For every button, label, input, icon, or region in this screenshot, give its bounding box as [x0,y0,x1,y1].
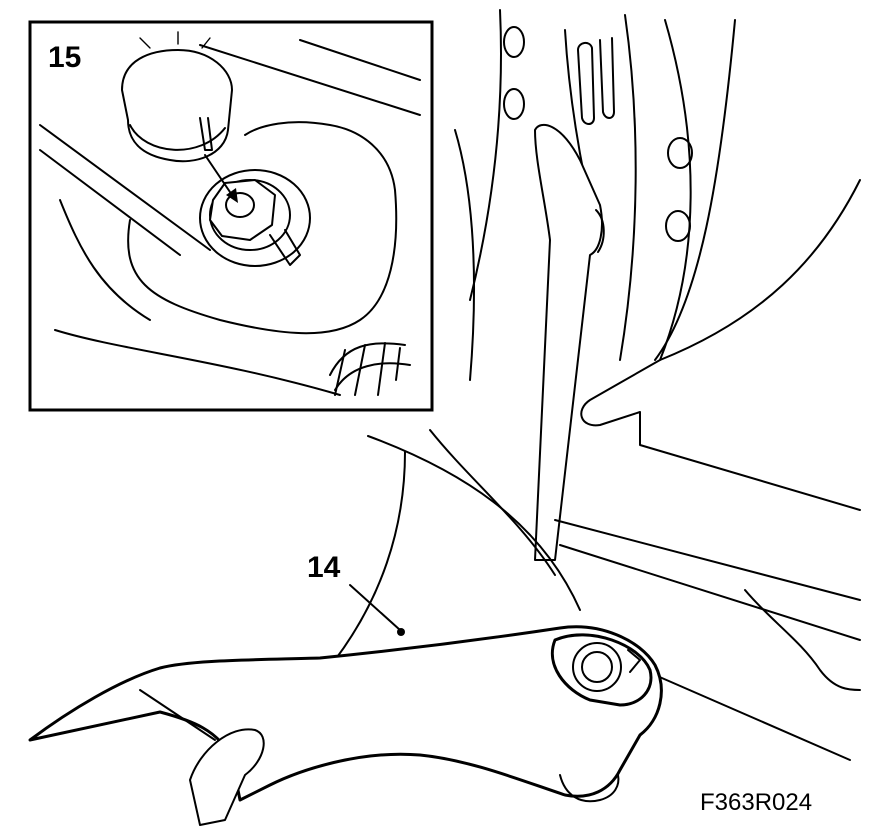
bushing-tab [627,649,641,673]
arch-curve [367,435,581,611]
panel-edge [619,14,637,361]
inset-mesh [329,342,411,396]
vehicle-body-structure [334,9,861,761]
cap-slot [199,117,213,151]
mounting-hole [503,26,525,58]
side-panel [580,179,861,511]
arm-edge [139,689,216,741]
mounting-hole [503,88,525,120]
bushing-bore [581,651,613,683]
panel-edge-3 [654,19,736,361]
arch-inner-curve [334,451,406,661]
panel-edge-2 [659,19,692,361]
arch-edge [429,429,556,576]
slot [577,42,595,125]
inset-arm-edge [39,124,211,251]
figure-id: F363R024 [700,789,812,816]
leader-line-14 [349,584,401,631]
inset-detail [28,20,434,412]
sill-line [554,519,861,601]
inset-callout-label: 15 [48,41,81,74]
arm-lower-boss [559,774,620,803]
pillar-edge [469,9,502,301]
mounting-hole [665,210,691,242]
arm-flange [189,728,265,826]
motion-tick [201,37,211,49]
arm-callout-label: 14 [307,551,341,584]
protective-cap [121,49,233,163]
inset-pocket [127,121,398,335]
inset-arrow-line [204,154,233,196]
sill-line-lower [559,544,861,641]
nut-tab [269,229,301,266]
inset-floor-line [54,329,341,396]
inset-arm-top [199,44,421,116]
floor-contour [744,589,861,691]
suspension-arm [28,584,663,826]
strut-lip [595,209,605,253]
inset-arm-edge-2 [39,149,181,256]
inset-arm-top-2 [299,39,421,81]
pillar-curve [454,129,475,381]
bushing [572,642,622,692]
reference-line [654,674,851,761]
strut-rod [534,123,603,561]
inset-curve [59,199,151,321]
arm-body [28,625,663,802]
cap-rim [129,124,226,151]
slot [599,37,615,119]
motion-tick [139,37,151,49]
mounting-hole [667,137,693,169]
inset-arrow-head [226,188,238,203]
